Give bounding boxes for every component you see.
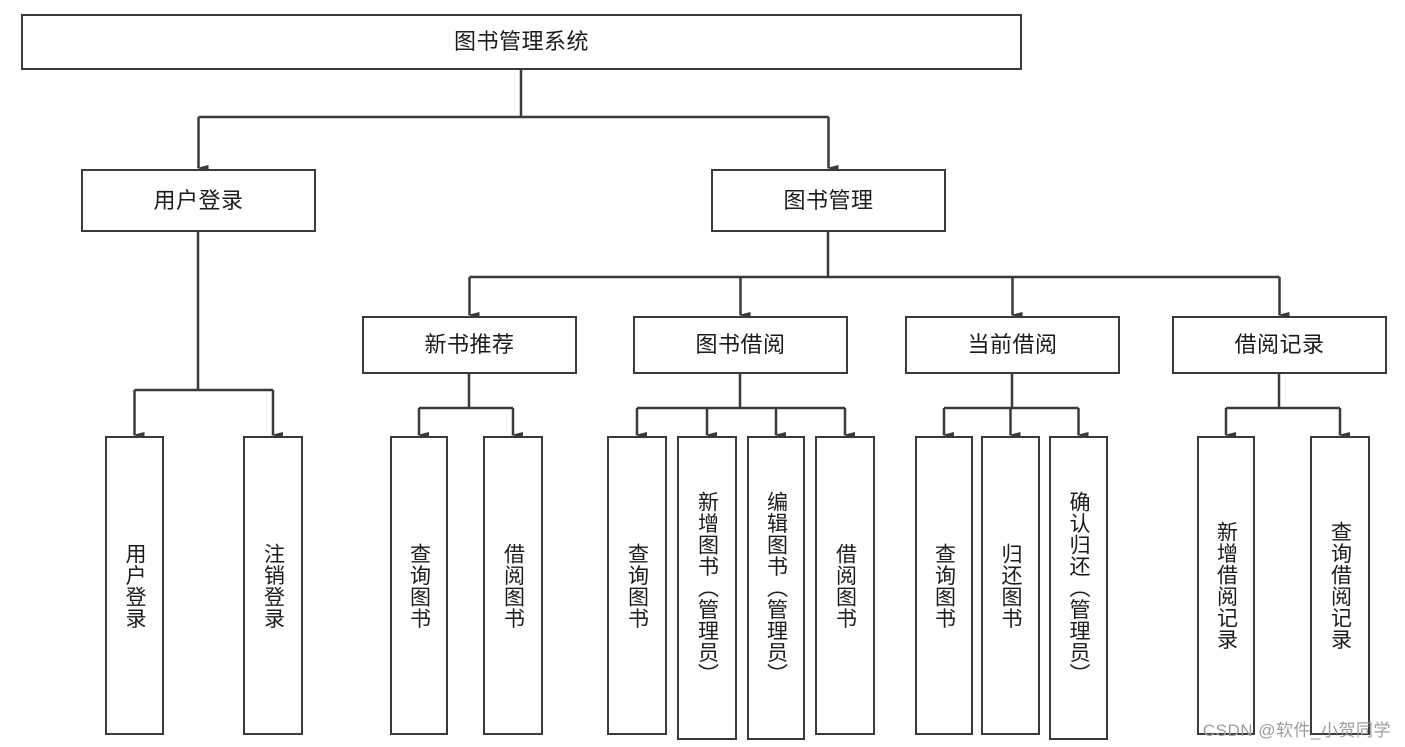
node-current-borrow[interactable]: 当前借阅 xyxy=(905,316,1120,374)
node-label: 图书管理系统 xyxy=(453,29,589,55)
node-leaf-query-book-3[interactable]: 查询图书 xyxy=(915,436,973,735)
node-label: 借阅图书 xyxy=(501,542,525,629)
node-leaf-edit-book[interactable]: 编辑图书（管理员） xyxy=(747,436,805,740)
node-label: 当前借阅 xyxy=(967,332,1058,358)
node-leaf-logout[interactable]: 注销登录 xyxy=(243,436,303,735)
node-leaf-query-record[interactable]: 查询借阅记录 xyxy=(1310,436,1370,735)
node-label: 新书推荐 xyxy=(424,332,515,358)
node-label: 图书借阅 xyxy=(695,332,786,358)
watermark-label: CSDN @软件_小贺同学 xyxy=(1202,721,1391,740)
node-label: 借阅图书 xyxy=(833,542,857,629)
node-leaf-query-book-2[interactable]: 查询图书 xyxy=(607,436,667,735)
node-leaf-add-book[interactable]: 新增图书（管理员） xyxy=(677,436,737,740)
node-book-borrow[interactable]: 图书借阅 xyxy=(633,316,848,374)
node-label: 归还图书 xyxy=(999,542,1022,629)
node-borrow-record[interactable]: 借阅记录 xyxy=(1172,316,1387,374)
node-leaf-add-record[interactable]: 新增借阅记录 xyxy=(1197,436,1255,735)
node-leaf-confirm-return[interactable]: 确认归还（管理员） xyxy=(1049,436,1108,740)
node-book-manage[interactable]: 图书管理 xyxy=(711,169,946,232)
node-new-book-rec[interactable]: 新书推荐 xyxy=(362,316,577,374)
node-label: 用户登录 xyxy=(153,187,244,213)
node-user-login[interactable]: 用户登录 xyxy=(81,169,316,232)
node-leaf-user-login[interactable]: 用户登录 xyxy=(105,436,164,735)
node-label: 图书管理 xyxy=(783,187,874,213)
node-label: 查询图书 xyxy=(932,542,956,629)
node-label: 查询图书 xyxy=(625,542,649,629)
node-label: 借阅记录 xyxy=(1234,332,1325,358)
node-label: 查询图书 xyxy=(407,542,431,629)
node-label: 查询借阅记录 xyxy=(1328,521,1352,650)
node-root[interactable]: 图书管理系统 xyxy=(21,14,1022,70)
node-label: 新增图书（管理员） xyxy=(695,491,719,685)
node-leaf-borrow-book-2[interactable]: 借阅图书 xyxy=(815,436,875,735)
node-leaf-borrow-book-1[interactable]: 借阅图书 xyxy=(483,436,543,735)
node-leaf-query-book-1[interactable]: 查询图书 xyxy=(390,436,448,735)
node-label: 确认归还（管理员） xyxy=(1067,491,1090,685)
node-label: 编辑图书（管理员） xyxy=(764,491,788,685)
node-label: 新增借阅记录 xyxy=(1214,521,1238,650)
node-label: 用户登录 xyxy=(123,542,146,629)
node-leaf-return-book[interactable]: 归还图书 xyxy=(981,436,1040,735)
node-label: 注销登录 xyxy=(261,542,285,629)
